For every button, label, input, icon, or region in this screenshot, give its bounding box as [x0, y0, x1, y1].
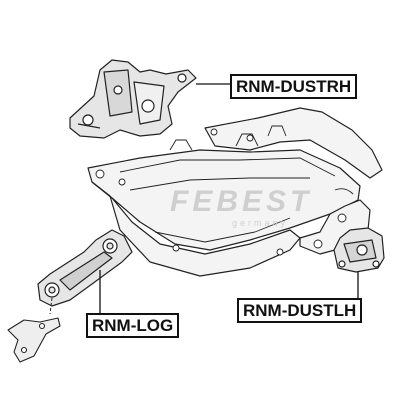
left-transmission-mount: [333, 227, 385, 273]
bracket-bolt-line: [49, 297, 53, 315]
lower-torque-link: [37, 229, 133, 307]
leader-lines: [99, 83, 359, 316]
label-left-mount: RNM-DUSTLH: [237, 298, 363, 323]
watermark-sub: germany: [232, 218, 289, 228]
label-lower-link: RNM-LOG: [86, 313, 180, 338]
right-engine-mount: [69, 59, 197, 139]
watermark-brand: FEBEST: [170, 185, 313, 218]
label-right-mount: RNM-DUSTRH: [230, 74, 358, 99]
link-bracket: [7, 317, 61, 363]
subframe: [87, 107, 383, 277]
subframe-details: [95, 125, 354, 256]
